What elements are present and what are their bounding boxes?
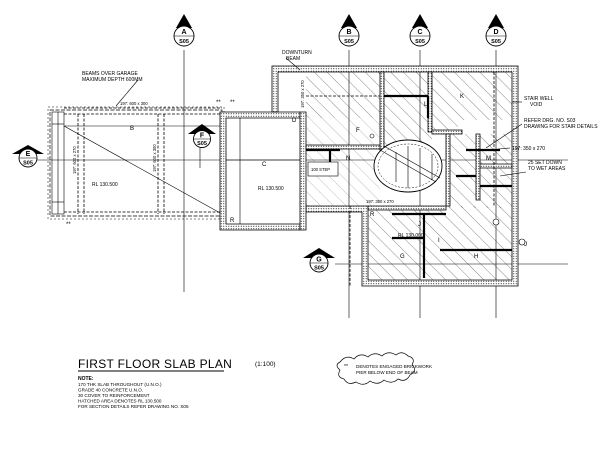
section-marker-e: E S05 — [12, 145, 44, 168]
slab-mark: D — [292, 118, 297, 124]
grid-bubble-b: B S05 — [338, 14, 360, 47]
note-stair-well: STAIR WELL — [524, 96, 554, 102]
beam-label-left: 197: 600 x 270 — [72, 146, 77, 174]
pier-star-bottom: ** — [66, 222, 71, 228]
beam-label-lower: 197: 350 x 270 — [366, 199, 394, 204]
slab-mark: R — [230, 218, 235, 224]
note-beams-garage: BEAMS OVER GARAGE — [82, 71, 139, 77]
note-line: HATCHED AREA DENOTES RL 130.500 — [78, 399, 162, 404]
drawing-title: FIRST FLOOR SLAB PLAN — [78, 357, 232, 371]
pier-star-left: ** — [216, 100, 221, 106]
note-line: FOR SECTION DETAILS REFER DRAWING NO. S0… — [78, 404, 189, 409]
step-label: 100 STEP — [311, 167, 330, 172]
slab-marks: B C D F G H I K L M N R R J J — [130, 94, 527, 260]
note-line: 170 THK SLAB THROUGHOUT (U.N.O.) — [78, 382, 162, 387]
note-beam-size: 197: 350 x 270 — [512, 146, 545, 152]
grid-ref: S05 — [344, 39, 354, 45]
slab-mark: J — [524, 242, 527, 248]
step-box — [307, 161, 339, 177]
slab-mark: I — [438, 238, 440, 244]
grid-ref: S05 — [179, 39, 189, 45]
grid-letter: A — [181, 29, 186, 36]
slab-mark: B — [130, 126, 134, 132]
grid-bubble-d: D S05 — [485, 14, 507, 47]
section-letter: F — [200, 133, 205, 140]
annotations: BEAMS OVER GARAGE MAXIMUM DEPTH 600MM DO… — [66, 50, 598, 239]
notes-block: NOTE: 170 THK SLAB THROUGHOUT (U.N.O.) G… — [78, 376, 189, 409]
grid-letter: C — [417, 29, 422, 36]
note-set-down: 25 SET DOWN — [528, 160, 562, 166]
section-letter: E — [26, 151, 31, 158]
note-refer-stair: DRAWING FOR STAIR DETAILS — [524, 124, 598, 130]
section-ref: S05 — [197, 141, 207, 147]
slab-mark: R — [370, 212, 375, 218]
legend-cloud: ** DENOTES ENGAGED BRICKWORK PIER BELOW … — [336, 352, 433, 385]
slab-mark: F — [356, 128, 360, 134]
middle-room — [219, 111, 301, 231]
beam-label-mid: 197: 600 x 300 — [152, 144, 157, 172]
section-marker-f: F S05 — [188, 124, 216, 148]
grid-ref: S05 — [415, 39, 425, 45]
legend-symbol: ** — [344, 364, 348, 370]
slab-mark: K — [460, 94, 464, 100]
grid-bubble-c: C S05 — [409, 14, 431, 47]
stair-well-void — [373, 139, 443, 193]
title-block: FIRST FLOOR SLAB PLAN (1:100) — [78, 357, 276, 372]
note-wet-areas: TO WET AREAS — [528, 166, 566, 172]
notes-heading: NOTE: — [78, 376, 94, 382]
rl-middle: RL 130.500 — [258, 186, 284, 192]
legend-line-2: PIER BELOW END OF BEAM — [356, 370, 418, 375]
slab-mark: L — [424, 102, 428, 108]
note-beams-depth: MAXIMUM DEPTH 600MM — [82, 77, 143, 83]
section-ref: S05 — [314, 266, 324, 272]
beams — [306, 72, 512, 286]
beam-label-right: 197: 350 x 270 — [300, 80, 305, 108]
note-downturn: DOWNTURN — [282, 50, 312, 56]
section-marker-g: G S05 — [303, 248, 335, 273]
grid-bubble-a: A S05 — [173, 14, 195, 47]
note-downturn-beam: BEAM — [286, 56, 300, 62]
section-ref: S05 — [23, 161, 33, 167]
slab-mark: N — [346, 156, 350, 162]
note-refer-drg: REFER DRG. NO. S03 — [524, 118, 576, 124]
note-line: 30 COVER TO REINFORCEMENT — [78, 393, 150, 398]
house-walls — [271, 65, 519, 287]
grid-letter: B — [346, 29, 351, 36]
slab-mark: M — [486, 156, 491, 162]
pier-star-right: ** — [230, 100, 235, 106]
slab-mark: J — [418, 222, 421, 228]
slab-mark: G — [400, 254, 405, 260]
rl-lower: RL 130.000 — [398, 233, 424, 239]
grid-ref: S05 — [491, 39, 501, 45]
beam-label-top: 197: 600 x 300 — [120, 101, 148, 106]
rl-garage: RL 130.500 — [92, 182, 118, 188]
grid-letter: D — [493, 29, 498, 36]
legend-line-1: DENOTES ENGAGED BRICKWORK — [356, 364, 433, 369]
slab-mark: H — [474, 254, 478, 260]
note-void: VOID — [530, 102, 543, 108]
leader-lines — [115, 57, 527, 177]
drawing-scale: (1:100) — [255, 361, 276, 368]
pier-markers — [369, 133, 526, 246]
note-line: GRADE 40 CONCRETE U.N.O. — [78, 388, 143, 393]
slab-mark: C — [262, 162, 267, 168]
section-letter: G — [316, 257, 322, 264]
